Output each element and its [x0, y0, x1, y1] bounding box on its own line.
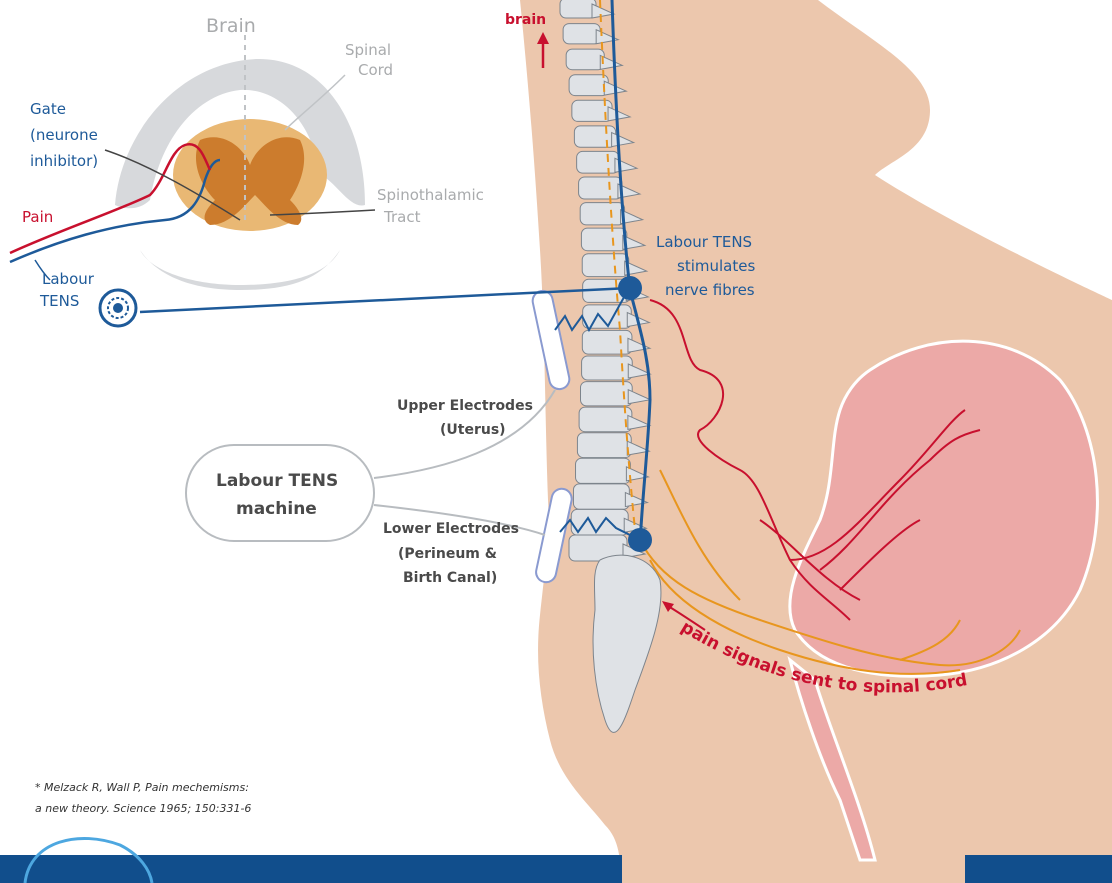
- vertebra: [582, 254, 628, 277]
- vertebra: [579, 407, 632, 432]
- label-brain: Brain: [206, 15, 256, 37]
- vertebra: [560, 0, 596, 18]
- label-machine-2: machine: [236, 499, 317, 519]
- vertebra: [580, 203, 624, 225]
- label-brain-arrow: brain: [505, 12, 546, 28]
- citation-line-1: * Melzack R, Wall P, Pain mechemisms:: [35, 781, 249, 794]
- label-gate-1: Gate: [30, 100, 66, 118]
- label-spinal-cord-1: Spinal: [345, 41, 391, 59]
- vertebra: [577, 151, 619, 173]
- tens-machine-box: [186, 445, 374, 541]
- label-lower-electrodes-1: Lower Electrodes: [383, 521, 519, 537]
- vertebra: [582, 330, 632, 354]
- label-machine-1: Labour TENS: [216, 471, 338, 491]
- label-spinothalamic-1: Spinothalamic: [377, 186, 484, 204]
- vertebra: [582, 356, 633, 380]
- vertebra: [577, 433, 631, 458]
- label-upper-electrodes-1: Upper Electrodes: [397, 398, 533, 414]
- label-stim-2: stimulates: [677, 257, 755, 275]
- vertebra: [566, 49, 604, 70]
- vertebra: [569, 75, 608, 96]
- label-pain: Pain: [22, 208, 53, 226]
- label-lower-electrodes-3: Birth Canal): [403, 570, 497, 586]
- vertebra: [574, 126, 615, 147]
- vertebra: [573, 484, 629, 509]
- label-labour-tens-2: TENS: [39, 292, 79, 310]
- label-stim-3: nerve fibres: [665, 281, 755, 299]
- vertebra: [571, 509, 628, 535]
- label-spinal-cord-2: Cord: [358, 61, 393, 79]
- label-upper-electrodes-2: (Uterus): [440, 422, 506, 438]
- citation-line-2: a new theory. Science 1965; 150:331-6: [35, 802, 251, 815]
- label-gate-3: inhibitor): [30, 152, 98, 170]
- tens-target-dot: [113, 303, 123, 313]
- vertebra: [581, 228, 626, 251]
- label-gate-2: (neurone: [30, 126, 98, 144]
- vertebra: [579, 177, 622, 199]
- footer-bar-right: [965, 855, 1112, 883]
- label-spinothalamic-2: Tract: [383, 208, 421, 226]
- vertebra: [576, 458, 631, 483]
- vertebra: [563, 24, 600, 44]
- label-stim-1: Labour TENS: [656, 233, 752, 251]
- footer-bar-left: [0, 855, 622, 883]
- label-labour-tens-1: Labour: [42, 270, 95, 288]
- lower-stim-node: [628, 528, 652, 552]
- label-lower-electrodes-2: (Perineum &: [398, 546, 497, 562]
- vertebra-body: [140, 250, 340, 290]
